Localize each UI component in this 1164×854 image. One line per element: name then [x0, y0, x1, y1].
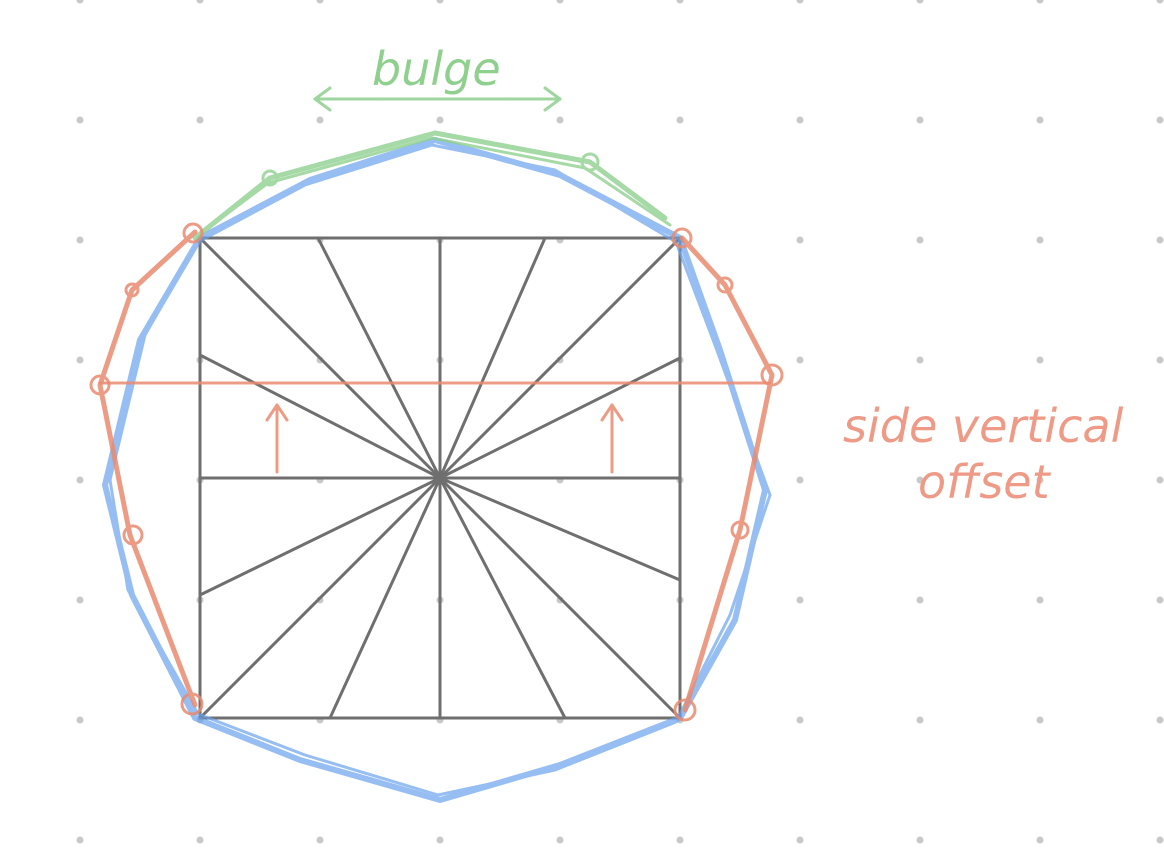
grid-dot: [1156, 116, 1164, 124]
grid-dot: [796, 356, 804, 364]
spoke-line: [438, 476, 567, 720]
grid-dot: [556, 836, 564, 844]
left-up-arrow: [265, 403, 289, 474]
grid-dot: [1036, 716, 1044, 724]
right-up-arrow: [600, 403, 624, 474]
grid-dot: [916, 836, 924, 844]
offset-label: offset: [918, 455, 1052, 509]
grid-dot: [796, 0, 804, 4]
grid-dot: [316, 116, 324, 124]
grid-dot: [1156, 836, 1164, 844]
spoke-line: [438, 236, 547, 480]
grid-dot: [796, 116, 804, 124]
spoke-line: [438, 236, 682, 480]
grid-dot: [676, 836, 684, 844]
bulge-label: bulge: [372, 42, 501, 96]
grid-dot: [76, 716, 84, 724]
grid-dot: [1036, 236, 1044, 244]
grid-dot: [796, 836, 804, 844]
grid-dot: [1156, 716, 1164, 724]
grid-dot: [436, 836, 444, 844]
grid-dot: [556, 0, 564, 4]
grid-dot: [676, 0, 684, 4]
grid-dot: [76, 236, 84, 244]
grid-dot: [796, 596, 804, 604]
square-grid: [198, 236, 682, 720]
spoke-line: [198, 476, 442, 720]
grid-dot: [916, 596, 924, 604]
grid-dot: [916, 0, 924, 4]
grid-dot: [1036, 476, 1044, 484]
grid-dot: [1156, 476, 1164, 484]
spoke-line: [198, 236, 442, 480]
grid-dot: [1156, 0, 1164, 4]
spoke-line: [438, 476, 682, 582]
grid-dot: [796, 236, 804, 244]
grid-dot: [676, 116, 684, 124]
grid-dot: [316, 836, 324, 844]
grid-dot: [1156, 596, 1164, 604]
red-offset-markers: [98, 381, 772, 474]
grid-dot: [1156, 236, 1164, 244]
spoke-line: [438, 476, 682, 720]
grid-dot: [796, 716, 804, 724]
radial-spokes: [198, 236, 682, 720]
grid-dot: [556, 116, 564, 124]
grid-dot: [916, 236, 924, 244]
grid-dot: [436, 116, 444, 124]
grid-dot: [1036, 116, 1044, 124]
grid-dot: [196, 836, 204, 844]
grid-dot: [916, 116, 924, 124]
grid-dot: [76, 836, 84, 844]
grid-dot: [1036, 356, 1044, 364]
spoke-line: [198, 476, 442, 597]
grid-dot: [1036, 0, 1044, 4]
grid-dot: [436, 0, 444, 4]
grid-dot: [916, 716, 924, 724]
side-vertical-label: side vertical: [843, 399, 1124, 453]
grid-dot: [76, 476, 84, 484]
grid-dot: [916, 476, 924, 484]
green-bulge-arc: [192, 130, 672, 241]
red-side-segments: [89, 222, 784, 722]
grid-dot: [1036, 596, 1044, 604]
grid-dot: [316, 0, 324, 4]
grid-dot: [76, 0, 84, 4]
grid-dot: [196, 0, 204, 4]
spoke-line: [438, 356, 682, 480]
spoke-line: [328, 476, 442, 720]
bulge-width-arrow: [313, 86, 562, 112]
spoke-line: [198, 353, 442, 480]
grid-dot: [1156, 356, 1164, 364]
grid-dot: [916, 356, 924, 364]
grid-dot: [76, 356, 84, 364]
spoke-line: [316, 236, 442, 480]
grid-dot: [796, 476, 804, 484]
grid-dot: [76, 116, 84, 124]
grid-dot: [196, 116, 204, 124]
grid-dot: [1036, 836, 1044, 844]
grid-dot: [76, 596, 84, 604]
